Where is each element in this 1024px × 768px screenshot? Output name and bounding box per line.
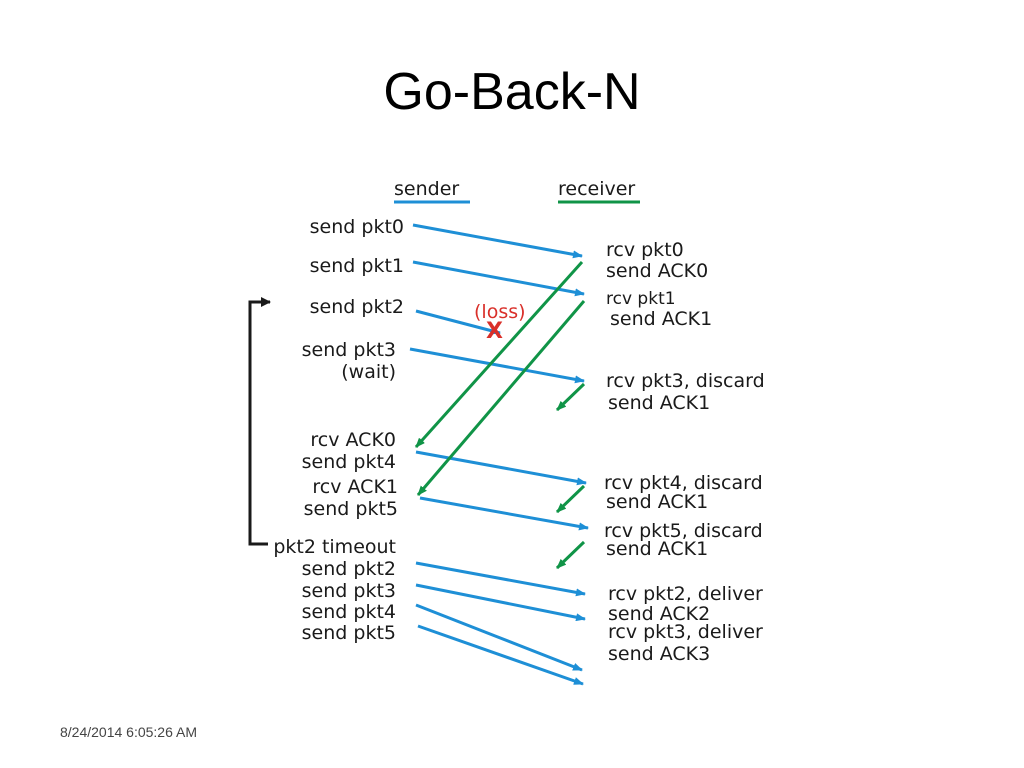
sender-header: sender — [394, 178, 459, 200]
sender-label: send pkt3 — [302, 580, 396, 602]
packet-arrow — [415, 603, 583, 672]
ack-arrow — [416, 300, 586, 496]
slide-footer-date: 8/24/2014 6:05:26 AM — [60, 724, 197, 740]
timeout-bracket-arrow — [248, 297, 271, 546]
receiver-label: send ACK1 — [610, 308, 712, 330]
receiver-label: send ACK3 — [608, 643, 710, 665]
ack-arrow — [555, 382, 586, 412]
loss-x-icon: X — [486, 319, 503, 344]
receiver-label: send ACK1 — [608, 392, 710, 414]
sender-label: send pkt3 — [302, 339, 396, 361]
packet-arrow — [409, 347, 585, 384]
receiver-label: send ACK2 — [608, 603, 710, 625]
sender-label: (wait) — [341, 361, 396, 383]
receiver-label: rcv pkt2, deliver — [608, 583, 763, 605]
packet-arrow — [412, 260, 585, 297]
slide-title: Go-Back-N — [383, 63, 641, 121]
sender-label: rcv ACK1 — [312, 476, 398, 498]
receiver-label: rcv pkt3, deliver — [608, 621, 763, 643]
packet-arrow — [417, 624, 584, 686]
sender-label: send pkt1 — [310, 255, 404, 277]
ack-arrow — [555, 484, 586, 514]
sender-label: send pkt5 — [304, 498, 398, 520]
sender-label: pkt2 timeout — [273, 536, 396, 558]
receiver-label: send ACK0 — [606, 260, 708, 282]
lost-packet-arrow — [415, 309, 501, 335]
receiver-label: send ACK1 — [606, 538, 708, 560]
sender-label: send pkt2 — [302, 558, 396, 580]
receiver-label: rcv pkt3, discard — [606, 370, 765, 392]
packet-arrow — [412, 223, 583, 259]
receiver-label: rcv pkt0 — [606, 239, 684, 261]
sender-label: send pkt4 — [302, 601, 396, 623]
packet-arrow — [415, 450, 587, 486]
packet-arrow — [415, 561, 586, 597]
receiver-label: rcv pkt1 — [606, 289, 676, 309]
ack-arrow — [414, 260, 584, 449]
sender-label: send pkt0 — [310, 216, 404, 238]
sender-label: rcv ACK0 — [310, 429, 396, 451]
sender-label: send pkt2 — [310, 296, 404, 318]
sender-label: send pkt5 — [302, 622, 396, 644]
packet-arrow — [415, 583, 586, 622]
receiver-label: rcv pkt5, discard — [604, 520, 763, 542]
packet-arrow — [419, 496, 589, 531]
receiver-label: rcv pkt4, discard — [604, 472, 763, 494]
sender-label: send pkt4 — [302, 451, 396, 473]
receiver-label: send ACK1 — [606, 491, 708, 513]
receiver-header: receiver — [558, 178, 635, 200]
ack-arrow — [555, 540, 586, 570]
loss-label: (loss) — [474, 301, 526, 323]
